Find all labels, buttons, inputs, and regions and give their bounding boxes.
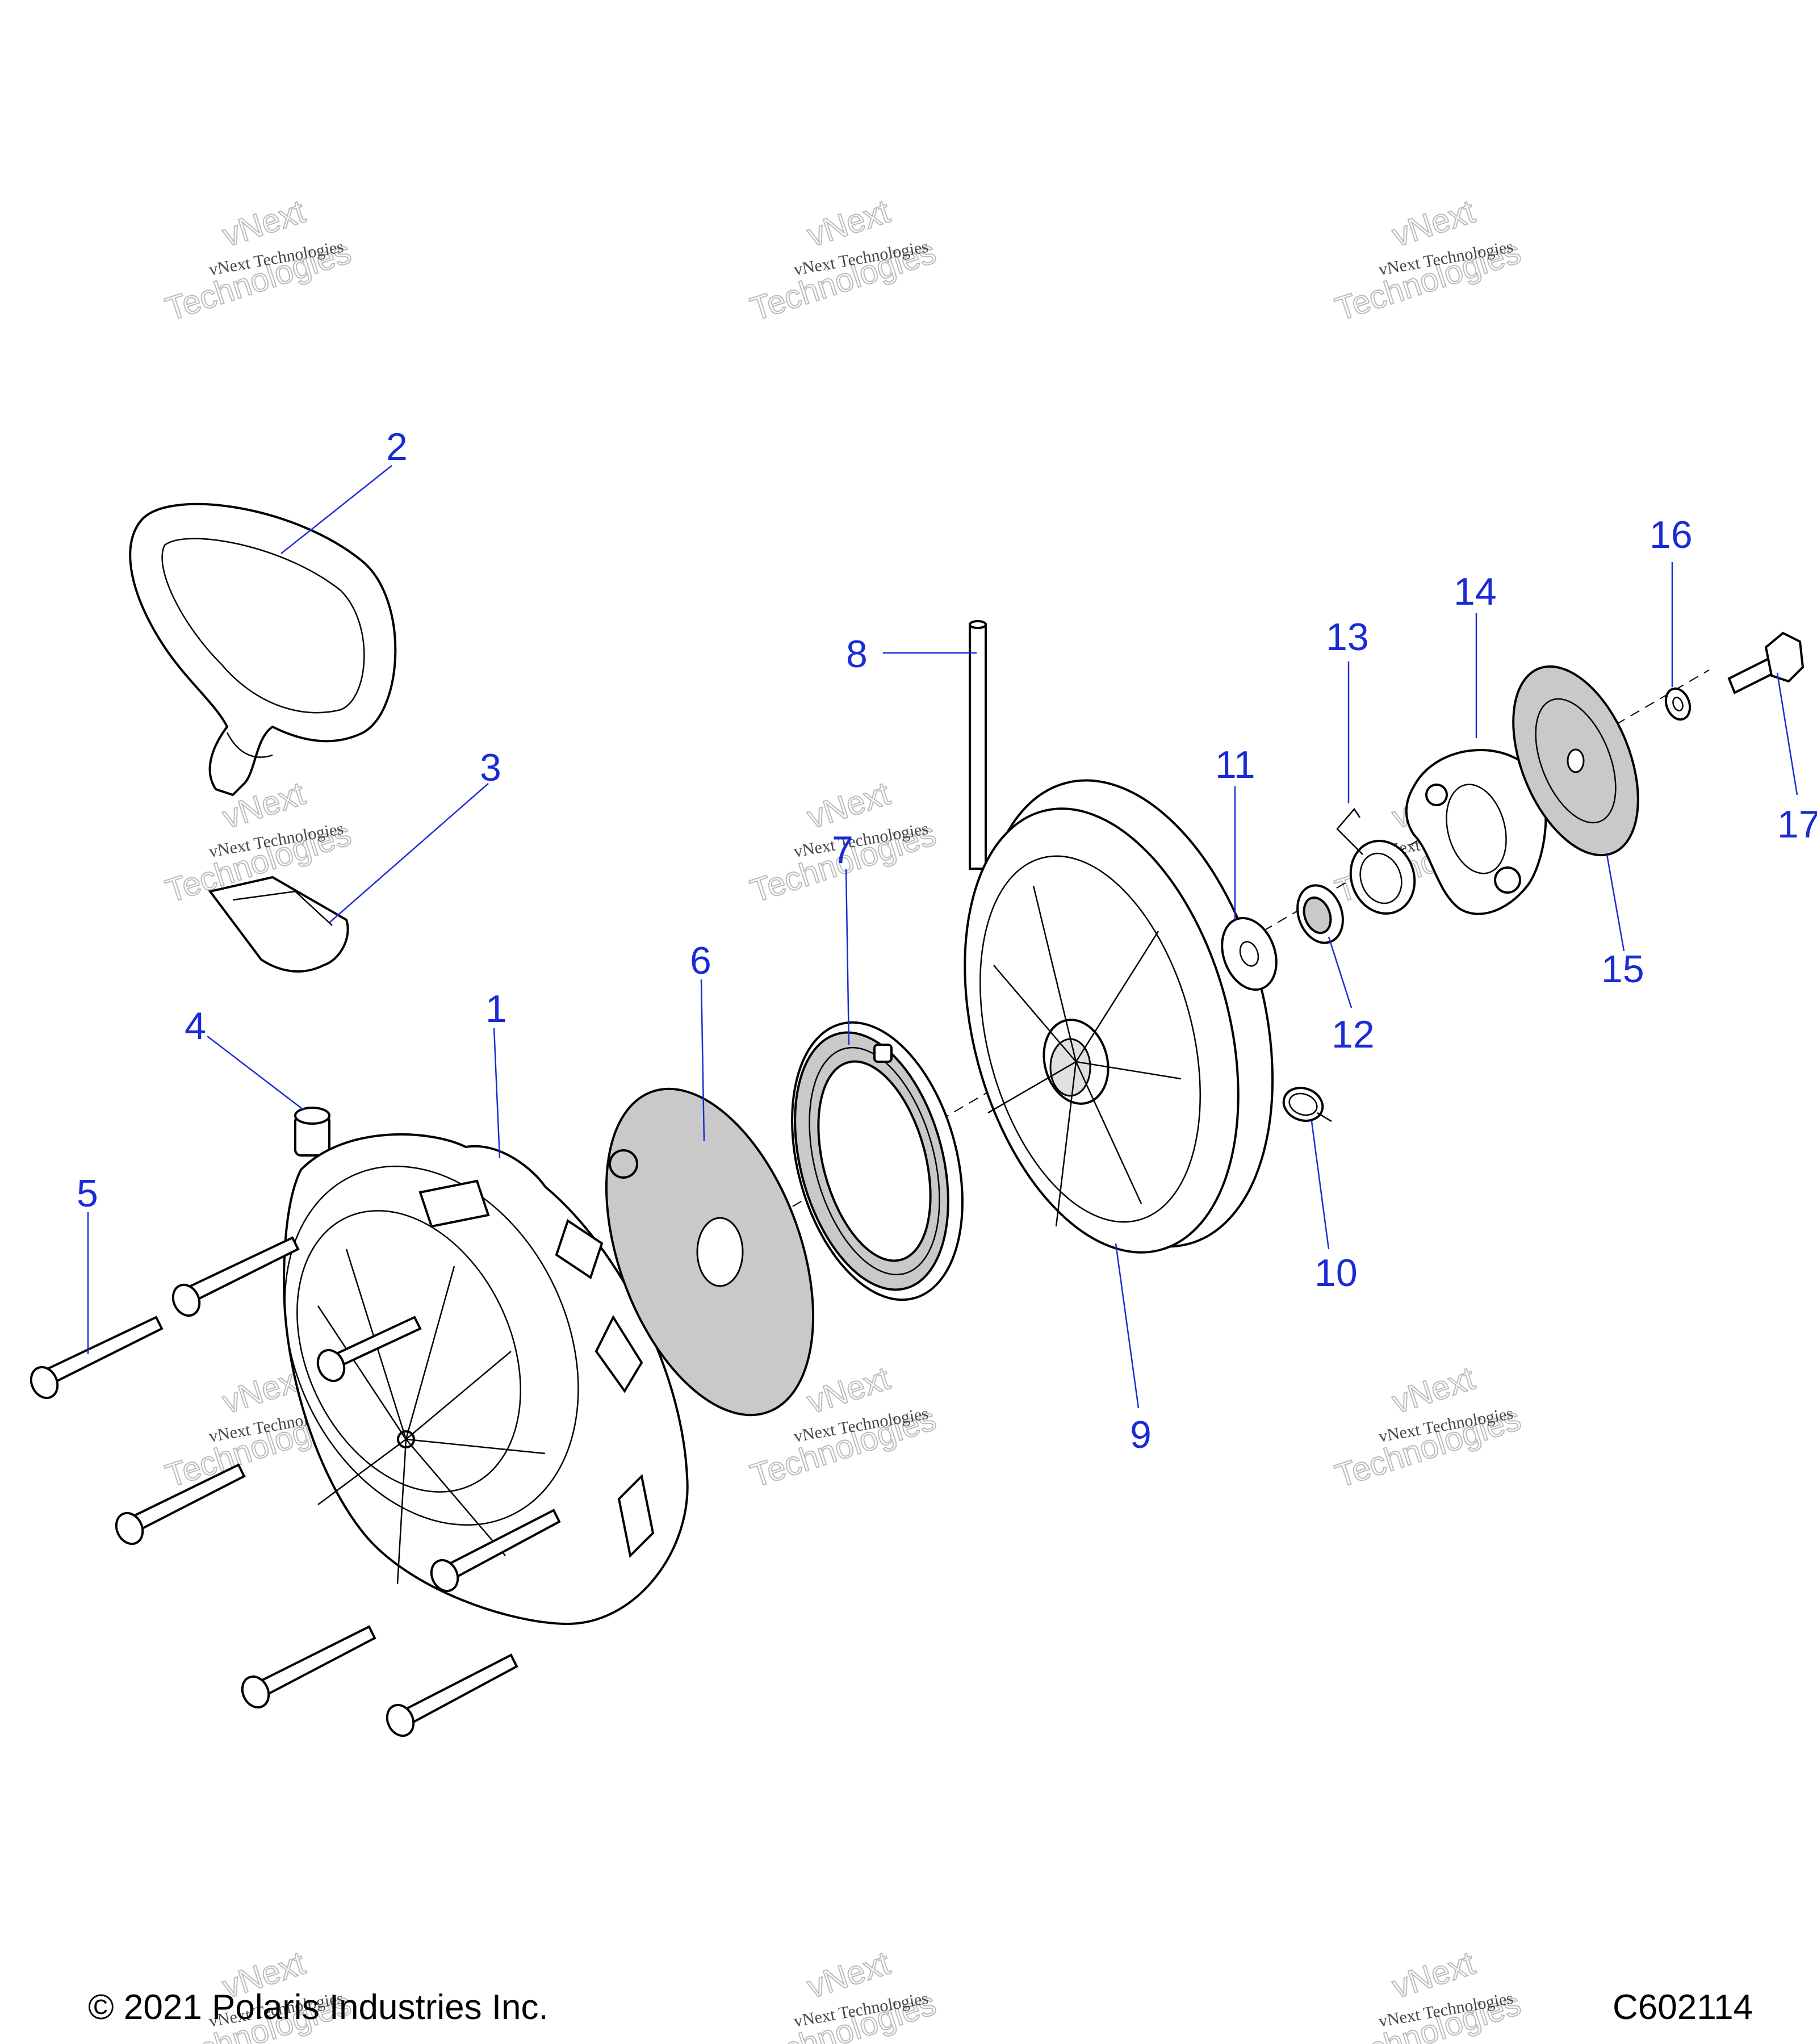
callout-1: 1 — [485, 987, 507, 1031]
part-14-ratchet — [1405, 749, 1547, 915]
bolt — [430, 1509, 561, 1593]
callout-14: 14 — [1454, 570, 1497, 613]
callout-7: 7 — [832, 828, 853, 872]
part-1-starter-housing — [282, 1133, 689, 1626]
callout-13: 13 — [1326, 615, 1369, 659]
part-3-rope-guide — [208, 876, 349, 973]
part-2-handle — [129, 502, 397, 797]
callout-2: 2 — [386, 425, 408, 468]
callout-6: 6 — [690, 939, 711, 982]
callouts: 1 2 3 4 5 6 7 8 9 10 11 12 13 14 15 16 1… — [77, 425, 1817, 1456]
bolt — [386, 1653, 518, 1737]
copyright-text: © 2021 Polaris Industries Inc. — [88, 1988, 549, 2027]
part-8-rope — [969, 620, 987, 870]
part-11-washer — [1221, 917, 1278, 991]
part-13-torsion-spring — [1336, 807, 1416, 915]
callout-15: 15 — [1601, 948, 1644, 991]
bolt — [171, 1236, 300, 1317]
part-4-plug — [294, 1107, 330, 1157]
callout-4: 4 — [185, 1004, 206, 1048]
bolt — [241, 1625, 376, 1709]
part-6-plate — [605, 1087, 815, 1417]
callout-11: 11 — [1215, 743, 1255, 786]
callout-8: 8 — [846, 633, 868, 676]
bolt — [30, 1316, 164, 1400]
figure-id: C602114 — [1613, 1988, 1753, 2027]
part-5-bolts — [30, 1236, 561, 1737]
bolt — [115, 1463, 246, 1545]
callout-9: 9 — [1130, 1413, 1152, 1456]
callout-16: 16 — [1649, 513, 1693, 556]
part-7-recoil-spring — [791, 1021, 964, 1301]
callout-5: 5 — [77, 1172, 98, 1215]
part-16-lock-washer — [1664, 687, 1692, 721]
bolt — [316, 1316, 422, 1383]
leader-lines — [87, 465, 1798, 1409]
part-10-small-spring — [1282, 1087, 1332, 1122]
callout-12: 12 — [1332, 1013, 1375, 1056]
callout-17: 17 — [1777, 803, 1817, 846]
part-15-cover-plate — [1512, 665, 1639, 857]
part-9-pulley — [964, 779, 1274, 1254]
part-17-hex-bolt — [1727, 631, 1805, 694]
callout-10: 10 — [1314, 1251, 1358, 1295]
callout-3: 3 — [480, 746, 501, 789]
